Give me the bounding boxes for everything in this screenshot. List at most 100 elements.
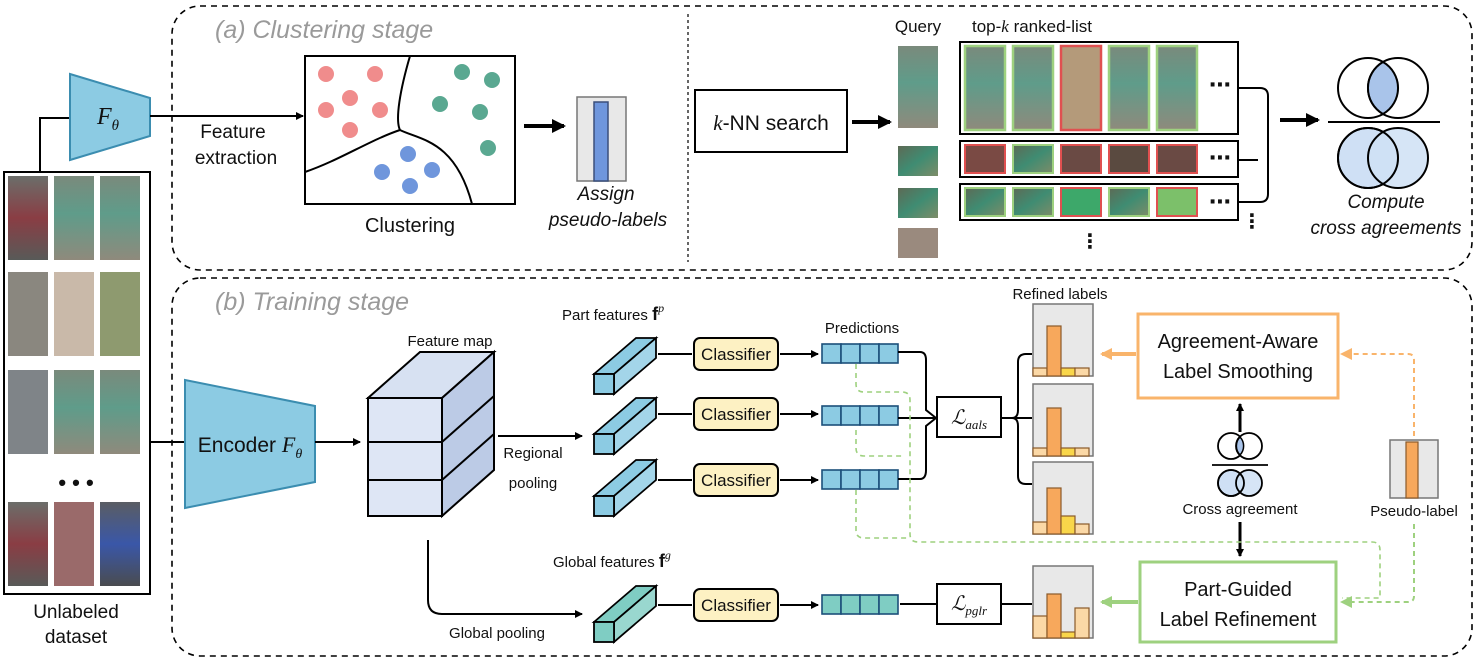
ranked-list-part1: ⋯ — [959, 140, 1239, 178]
ranked-list-bracket — [1238, 87, 1269, 203]
regional-pooling-line1: Regional — [503, 445, 562, 462]
svg-text:Label Refinement: Label Refinement — [1160, 609, 1317, 631]
classifier-label: Classifier — [701, 405, 771, 424]
assign-label-line1: Assign — [576, 184, 634, 205]
person-image — [8, 176, 48, 260]
query-part-image — [898, 228, 938, 258]
svg-text:⋯: ⋯ — [1209, 145, 1231, 170]
ranked-list-vertical-dots: ⋮ — [1080, 231, 1100, 253]
clustering-label: Clustering — [365, 215, 455, 237]
refined-label-chart — [1032, 565, 1094, 639]
cluster-point — [480, 140, 496, 156]
assign-bar-chart — [576, 96, 627, 182]
prediction-vector — [821, 405, 899, 426]
cluster-point — [402, 178, 418, 194]
person-image — [54, 370, 94, 454]
pseudo-label-chart — [1389, 439, 1439, 499]
dashed-pred-to-pglr — [855, 490, 910, 539]
prediction-vector — [821, 594, 899, 615]
cluster-panel — [304, 55, 516, 205]
person-image — [100, 502, 140, 586]
cross-agreement-icon — [1212, 403, 1268, 557]
global-pooling-label: Global pooling — [449, 625, 545, 642]
feature-map-cube — [365, 349, 497, 519]
dashed-pred-to-pglr — [855, 430, 902, 457]
part-features-label: Part features fp — [562, 301, 664, 324]
svg-text:ℒaals: ℒaals — [951, 407, 987, 432]
person-image — [100, 370, 140, 454]
regional-pooling-line2: pooling — [509, 475, 557, 492]
feature-extraction-line2: extraction — [195, 148, 277, 169]
dashed-pseudo-to-aals — [1340, 348, 1415, 436]
classifier-label: Classifier — [701, 596, 771, 615]
classifier-label: Classifier — [701, 345, 771, 364]
cluster-point — [367, 66, 383, 82]
query-part-image — [898, 146, 938, 176]
cross-agreement-label: Cross agreement — [1182, 501, 1298, 518]
part-feature-block — [591, 458, 659, 518]
global-features-label: Global features fg — [553, 548, 671, 571]
clustering-stage-title: (a) Clustering stage — [215, 16, 433, 44]
svg-text:Encoder Fθ: Encoder Fθ — [198, 432, 303, 462]
person-image — [8, 502, 48, 586]
connector-line — [898, 351, 937, 419]
clustering-stage-frame — [171, 5, 1473, 271]
loss-pglr-box: ℒpglr — [936, 583, 1002, 625]
refined-label-chart — [1032, 461, 1094, 535]
cluster-point — [424, 162, 440, 178]
person-image — [54, 272, 94, 356]
cluster-point — [342, 122, 358, 138]
cluster-point — [472, 104, 488, 120]
prediction-vector — [821, 343, 899, 364]
part-feature-block — [591, 336, 659, 396]
cluster-point — [342, 90, 358, 106]
person-image — [54, 176, 94, 260]
cluster-point — [372, 102, 388, 118]
person-image — [100, 272, 140, 356]
connector-line — [1001, 417, 1032, 485]
svg-text:Label Smoothing: Label Smoothing — [1163, 361, 1313, 383]
pglr-box: Part-Guided Label Refinement — [1138, 560, 1338, 644]
cross-agreement-fraction — [1328, 57, 1440, 189]
svg-text:Fθ: Fθ — [96, 104, 120, 134]
classifier-box: Classifier — [658, 397, 819, 431]
dataset-label-line1: Unlabeled — [33, 602, 119, 623]
dataset-panel: • • • Unlabeled dataset — [3, 171, 151, 648]
connector-line — [39, 117, 70, 172]
cluster-point — [454, 64, 470, 80]
arrow-global-pooling — [427, 540, 583, 618]
svg-text:k-NN search: k-NN search — [713, 111, 829, 135]
predictions-label: Predictions — [825, 320, 899, 337]
person-image — [100, 176, 140, 260]
cluster-point — [318, 102, 334, 118]
prediction-vector — [821, 469, 899, 490]
query-image — [898, 46, 938, 128]
cluster-point — [318, 66, 334, 82]
compute-label-line2: cross agreements — [1310, 218, 1462, 239]
person-image — [54, 502, 94, 586]
feature-map-label: Feature map — [407, 333, 492, 350]
svg-text:Agreement-Aware: Agreement-Aware — [1158, 331, 1319, 353]
compute-label-line1: Compute — [1347, 192, 1424, 213]
cluster-point — [374, 164, 390, 180]
refined-labels-label: Refined labels — [1012, 286, 1107, 303]
training-stage-frame — [171, 277, 1473, 657]
connector-line — [1001, 353, 1032, 419]
person-image — [8, 272, 48, 356]
bracket-vertical-dots: ⋮ — [1242, 211, 1262, 233]
dataset-ellipsis: • • • — [58, 470, 93, 495]
refined-label-chart — [1032, 383, 1094, 457]
person-image — [8, 370, 48, 454]
knn-search-box: k-NN search — [694, 89, 848, 153]
assign-label-line2: pseudo-labels — [548, 210, 668, 231]
encoder-top: Fθ — [69, 72, 151, 162]
ranked-list-part2: ⋯ — [959, 183, 1239, 221]
query-label: Query — [895, 17, 942, 36]
classifier-label: Classifier — [701, 471, 771, 490]
topk-label: top-k ranked-list — [972, 17, 1092, 36]
connector-line — [898, 417, 937, 480]
cluster-point — [484, 72, 500, 88]
pseudo-label-label: Pseudo-label — [1370, 503, 1458, 520]
cluster-point — [400, 146, 416, 162]
